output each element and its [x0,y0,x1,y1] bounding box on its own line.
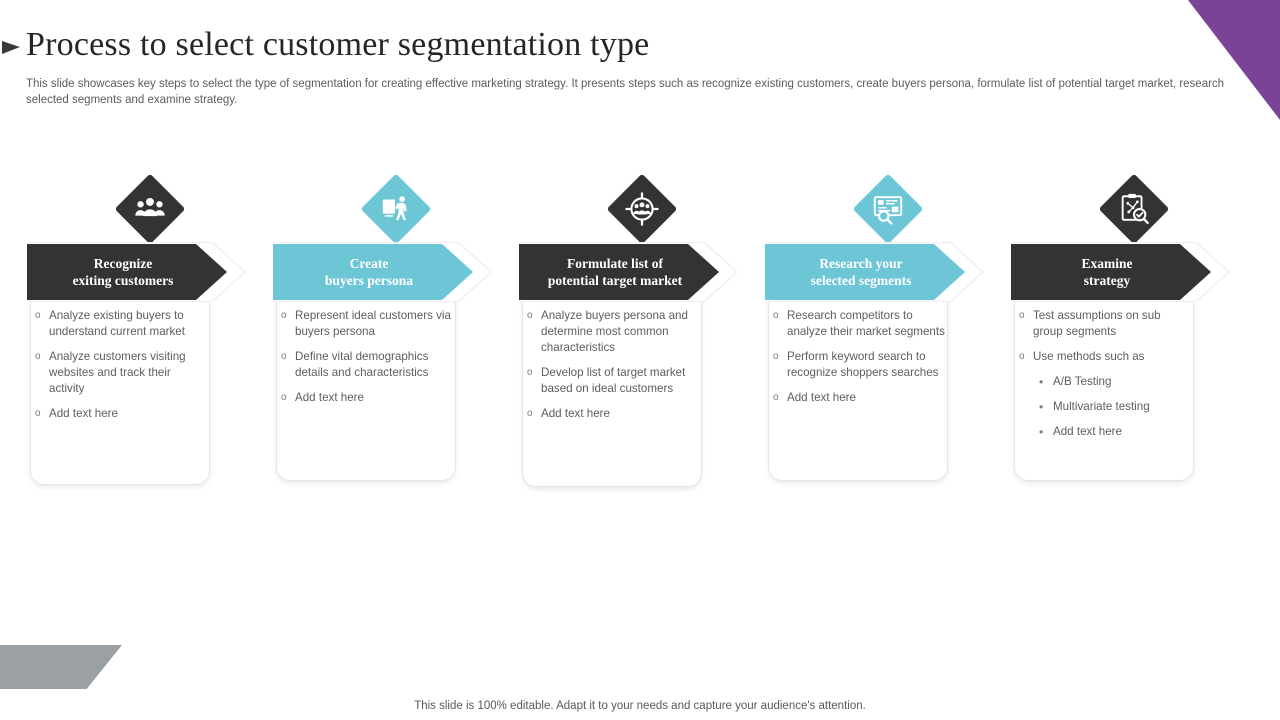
list-item: o Research competitors to analyze their … [771,308,947,340]
step-bullet-list: o Test assumptions on sub group segments… [1017,308,1193,449]
step-bullet-list: o Analyze buyers persona and determine m… [525,308,701,431]
step-bullet-list: o Analyze existing buyers to understand … [33,308,209,431]
step-icon-badge [519,173,765,248]
bullet-marker-icon: o [35,408,41,419]
step-heading: Examine strategy [1073,255,1148,289]
list-item: o Add text here [771,390,947,406]
bullet-marker-icon: • [1039,375,1044,389]
bullet-marker-icon: o [1019,310,1025,321]
bullet-marker-icon: o [281,392,287,403]
list-item: o Develop list of target market based on… [525,365,701,397]
step-heading-line2: selected segments [810,273,912,288]
step-header-chevron[interactable]: Research your selected segments [765,244,965,300]
bullet-marker-icon: o [527,310,533,321]
bullet-marker-icon: o [773,310,779,321]
step-header-chevron[interactable]: Recognize exiting customers [27,244,227,300]
step-heading: Recognize exiting customers [65,255,190,289]
step-heading-line2: strategy [1083,273,1131,288]
list-item: o Analyze buyers persona and determine m… [525,308,701,356]
bullet-text: Add text here [295,391,364,404]
bullet-marker-icon: o [1019,351,1025,362]
slide-subtitle: This slide showcases key steps to select… [26,78,1225,106]
title-arrow-marker-icon [2,41,20,54]
clipboard-analysis-icon [1121,193,1149,225]
bullet-marker-icon: • [1039,400,1044,414]
bullet-marker-icon: o [35,351,41,362]
list-item: o Add text here [279,390,455,406]
step-bullet-list: o Represent ideal customers via buyers p… [279,308,455,415]
bullet-text: Test assumptions on sub group segments [1033,309,1161,338]
bullet-text: Perform keyword search to recognize shop… [787,350,939,379]
bullet-marker-icon: o [281,310,287,321]
list-item: o Add text here [525,406,701,422]
step-icon-badge [27,173,273,248]
sub-list-item: • Multivariate testing [1037,399,1193,415]
bullet-marker-icon: o [35,310,41,321]
list-item: o Use methods such as [1017,349,1193,365]
bullet-text: Represent ideal customers via buyers per… [295,309,451,338]
step-heading-line1: Examine [1081,256,1133,271]
bullet-text: Add text here [787,391,856,404]
list-item: o Test assumptions on sub group segments [1017,308,1193,340]
step-icon-badge [273,173,519,248]
bullet-text: Analyze customers visiting websites and … [49,350,186,395]
step-icon-badge [1011,173,1257,248]
connector-notch [879,230,897,241]
connector-notch [1125,230,1143,241]
page-title: Process to select customer segmentation … [26,26,650,63]
step-header-chevron[interactable]: Examine strategy [1011,244,1211,300]
bullet-text: Add text here [541,407,610,420]
step-heading-line1: Recognize [93,256,153,271]
bullet-marker-icon: o [527,408,533,419]
process-steps-row: Recognize exiting customers o Analyze ex… [0,173,1280,542]
step-heading: Research your selected segments [803,255,928,289]
list-item: o Analyze customers visiting websites an… [33,349,209,397]
gray-corner-decoration [0,645,122,689]
screen-search-icon [873,196,903,225]
bullet-text: Develop list of target market based on i… [541,366,686,395]
connector-notch [387,230,405,241]
list-item: o Define vital demographics details and … [279,349,455,381]
three-people-icon [135,197,165,217]
connector-notch [633,230,651,241]
step-header-chevron[interactable]: Create buyers persona [273,244,473,300]
bullet-text: Research competitors to analyze their ma… [787,309,945,338]
step-heading-line2: buyers persona [324,273,414,288]
bullet-text: Use methods such as [1033,350,1145,363]
step-heading: Formulate list of potential target marke… [540,255,698,289]
step-heading-line1: Research your [819,256,903,271]
step-heading: Create buyers persona [317,255,429,289]
step-heading-line2: exiting customers [72,273,174,288]
bullet-marker-icon: o [773,351,779,362]
bullet-text: A/B Testing [1053,375,1112,388]
bullet-marker-icon: o [281,351,287,362]
step-heading-line2: potential target market [547,273,683,288]
list-item: o Add text here [33,406,209,422]
connector-notch [141,230,159,241]
bullet-text: Add text here [49,407,118,420]
step-heading-line1: Create [349,256,389,271]
persona-presenter-icon [382,196,407,221]
list-item: o Analyze existing buyers to understand … [33,308,209,340]
bullet-text: Add text here [1053,425,1122,438]
bullet-marker-icon: o [773,392,779,403]
sub-list-item: • A/B Testing [1037,374,1193,390]
target-audience-icon [625,192,659,226]
bullet-text: Define vital demographics details and ch… [295,350,429,379]
slide-footer-note: This slide is 100% editable. Adapt it to… [414,700,866,712]
sub-list-item: • Add text here [1037,424,1193,440]
step-header-chevron[interactable]: Formulate list of potential target marke… [519,244,719,300]
bullet-text: Analyze buyers persona and determine mos… [541,309,688,354]
bullet-marker-icon: • [1039,425,1044,439]
bullet-marker-icon: o [527,367,533,378]
list-item: o Perform keyword search to recognize sh… [771,349,947,381]
list-item: o Represent ideal customers via buyers p… [279,308,455,340]
step-icon-badge [765,173,1011,248]
step-heading-line1: Formulate list of [567,256,663,271]
bullet-text: Analyze existing buyers to understand cu… [49,309,185,338]
step-bullet-list: o Research competitors to analyze their … [771,308,947,415]
bullet-text: Multivariate testing [1053,400,1150,413]
